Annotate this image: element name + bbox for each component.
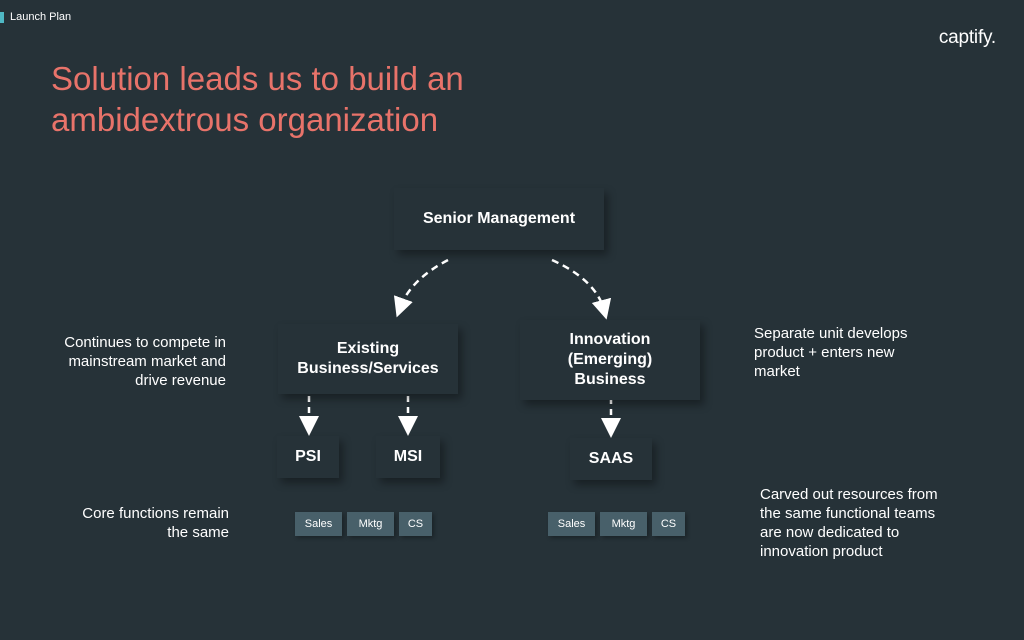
- function-chip-sales-left: Sales: [295, 512, 342, 536]
- note-innovation: Separate unit develops product + enters …: [754, 325, 908, 380]
- senior-management-label: Senior Management: [422, 210, 576, 227]
- function-chip-cs-right: CS: [652, 512, 685, 536]
- psi-box: PSI: [277, 436, 339, 478]
- section-tag: Launch Plan: [0, 9, 71, 25]
- existing-business-label: Existing Business/Services: [297, 340, 439, 377]
- msi-label: MSI: [393, 448, 423, 465]
- connector-root-to-existing: [393, 258, 449, 318]
- function-chip-cs-left: CS: [399, 512, 432, 536]
- note-existing: Continues to compete in mainstream marke…: [64, 334, 226, 389]
- saas-label: SAAS: [588, 450, 634, 467]
- psi-label: PSI: [295, 448, 321, 465]
- function-chip-mktg-right: Mktg: [600, 512, 647, 536]
- function-chip-sales-right: Sales: [548, 512, 595, 536]
- captify-logo: captify.: [938, 27, 996, 48]
- msi-box: MSI: [376, 436, 440, 478]
- existing-business-box: Existing Business/Services: [278, 324, 458, 394]
- innovation-business-box: Innovation (Emerging) Business: [520, 320, 700, 400]
- slide-title: Solution leads us to build an ambidextro…: [51, 60, 464, 138]
- innovation-business-label: Innovation (Emerging) Business: [567, 331, 653, 388]
- function-chip-mktg-left: Mktg: [347, 512, 394, 536]
- senior-management-box: Senior Management: [394, 188, 604, 250]
- note-core-functions: Core functions remain the same: [82, 505, 229, 541]
- section-tag-label: Launch Plan: [10, 11, 72, 23]
- saas-box: SAAS: [570, 438, 652, 480]
- connector-root-to-innovation: [551, 258, 612, 320]
- tag-marker: [0, 11, 4, 23]
- note-carved-out: Carved out resources from the same funct…: [760, 486, 938, 560]
